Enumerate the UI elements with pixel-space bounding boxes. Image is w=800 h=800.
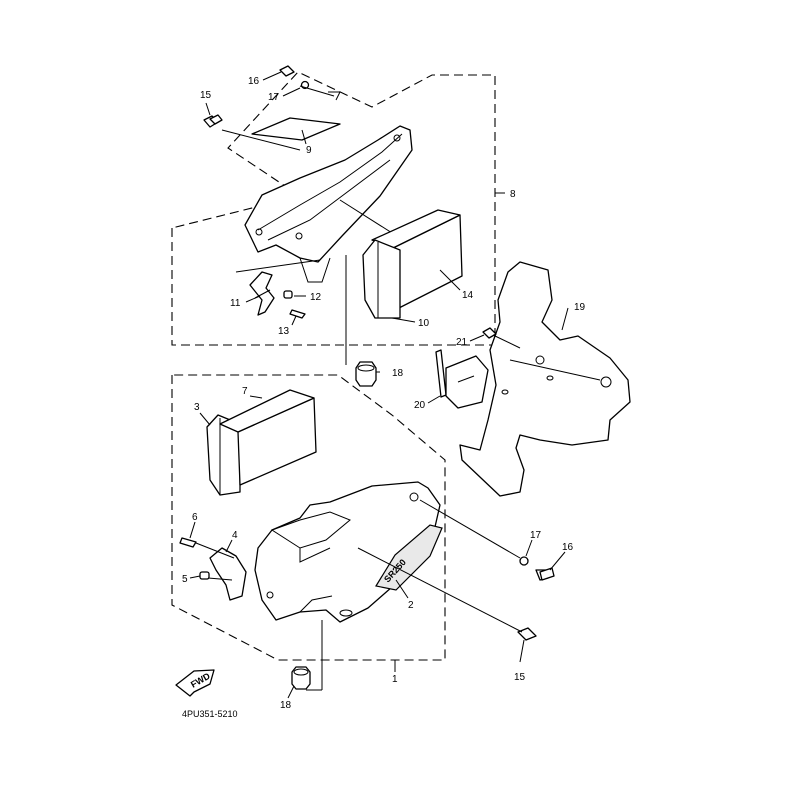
callout-19: 19 (574, 302, 586, 313)
forward-arrow-icon: FWD (175, 669, 215, 697)
washer-lower (419, 499, 529, 566)
bolt-upper-top (279, 65, 341, 101)
callouts: 16 17 15 9 8 11 12 13 14 10 18 19 21 20 … (182, 76, 586, 711)
callout-6: 6 (192, 512, 198, 523)
callout-leaders (189, 71, 569, 699)
callout-13: 13 (278, 326, 290, 337)
callout-21: 21 (456, 337, 468, 348)
callout-4: 4 (232, 530, 238, 541)
damper-pad-lower (219, 389, 317, 486)
callout-9: 9 (306, 145, 312, 156)
callout-3: 3 (194, 402, 200, 413)
callout-17-upper: 17 (268, 92, 280, 103)
grommet-upper (345, 255, 377, 387)
callout-16-lower: 16 (562, 542, 574, 553)
band-strap (435, 349, 489, 409)
bracket-bolt (482, 327, 521, 349)
callout-16-upper: 16 (248, 76, 260, 87)
callout-2: 2 (408, 600, 414, 611)
callout-15-upper: 15 (200, 90, 212, 101)
damper-pad-lower-small (206, 414, 241, 496)
bolt-lower-right (535, 567, 555, 581)
cover-clip-lower (179, 537, 247, 601)
callout-18-upper: 18 (392, 368, 404, 379)
callout-14: 14 (462, 290, 474, 301)
damper-pad-upper-small (362, 239, 401, 319)
callout-8: 8 (510, 189, 516, 200)
diagram-code: 4PU351-5210 (182, 709, 238, 719)
callout-1: 1 (392, 674, 398, 685)
cover-clip-upper (235, 259, 321, 319)
callout-12: 12 (310, 292, 322, 303)
callout-7: 7 (242, 386, 248, 397)
upper-assembly-boundary (171, 71, 496, 346)
callout-17-lower: 17 (530, 530, 542, 541)
grommet-lower (291, 620, 323, 691)
bolt-upper-left (203, 114, 223, 128)
callout-18-lower: 18 (280, 700, 292, 711)
callout-20: 20 (414, 400, 426, 411)
upper-side-cover-bracket (221, 125, 413, 283)
bolt-lower (357, 547, 537, 641)
label-plate (251, 117, 341, 145)
callout-5: 5 (182, 574, 188, 585)
callout-11: 11 (230, 298, 241, 309)
callout-10: 10 (418, 318, 430, 329)
lower-assembly-boundary (171, 374, 446, 661)
callout-15-lower: 15 (514, 672, 526, 683)
